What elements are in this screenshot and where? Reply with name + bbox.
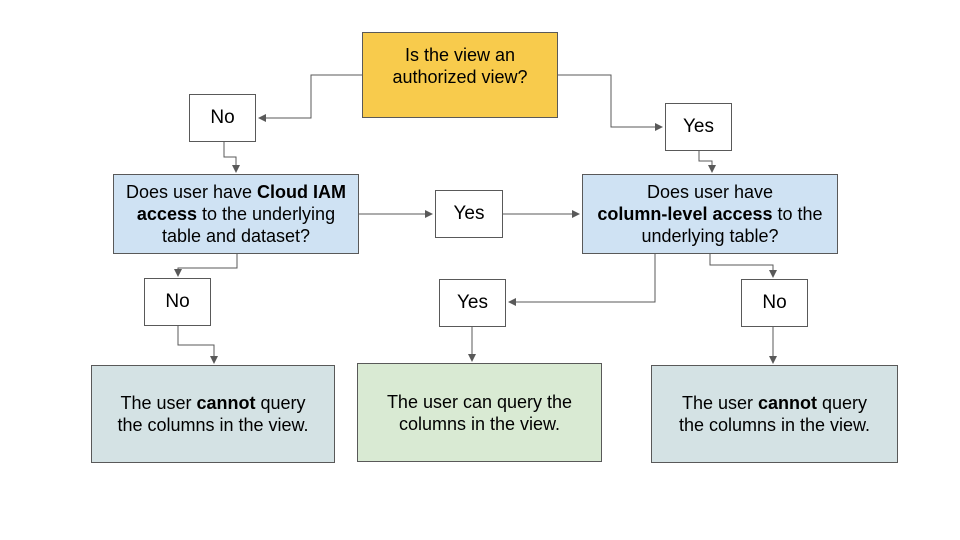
edge-columnlevel-to-yes3 <box>508 254 656 306</box>
node-label-no-3: No <box>741 279 808 327</box>
branch-label: Yes <box>457 292 488 313</box>
branch-label: Yes <box>453 203 485 224</box>
branch-label: No <box>210 107 235 128</box>
result-text-line: The user cannot query <box>120 392 305 414</box>
bold-emphasis: column-level access <box>597 204 773 224</box>
node-label-yes-2: Yes <box>435 190 503 238</box>
question-text-line: authorized view? <box>392 67 528 87</box>
node-result-can-query: The user can query the columns in the vi… <box>357 363 602 462</box>
question-text-line: Does user have <box>646 182 774 202</box>
node-result-cannot-query-left: The user cannot query the columns in the… <box>91 365 335 463</box>
question-text-line: Does user have Cloud IAM <box>126 181 346 203</box>
question-text-line: Is the view an <box>404 45 516 65</box>
result-text-line: columns in the view. <box>398 413 561 434</box>
node-label-yes-1: Yes <box>665 103 732 151</box>
text-segment: query <box>255 393 306 413</box>
node-label-no-2: No <box>144 278 211 326</box>
edge-yes1-to-columnlevel <box>698 151 716 173</box>
question-text-line: column-level access to the <box>597 203 822 225</box>
text-segment: The user <box>120 393 197 413</box>
node-label-yes-3: Yes <box>439 279 506 327</box>
bold-emphasis: cannot <box>196 393 256 413</box>
text-segment: to the underlying <box>196 204 336 224</box>
text-segment: query <box>817 393 868 413</box>
edge-cloudiam-to-no2 <box>174 254 238 277</box>
edge-columnlevel-to-no3 <box>709 254 777 278</box>
node-label-no-1: No <box>189 94 256 142</box>
bold-emphasis: cannot <box>758 393 818 413</box>
text-segment: Does user have <box>125 182 258 202</box>
question-text-line: table and dataset? <box>161 226 311 246</box>
node-question-column-level: Does user have column-level access to th… <box>582 174 838 254</box>
node-question-authorized-view: Is the view an authorized view? <box>362 32 558 118</box>
text-segment: The user <box>681 393 758 413</box>
result-text-line: The user can query the <box>386 391 573 412</box>
node-question-cloud-iam: Does user have Cloud IAM access to the u… <box>113 174 359 254</box>
question-text-line: access to the underlying <box>137 203 335 225</box>
node-result-cannot-query-right: The user cannot query the columns in the… <box>651 365 898 463</box>
branch-label: No <box>165 291 190 312</box>
branch-label: No <box>762 292 787 313</box>
result-text-line: the columns in the view. <box>678 415 871 435</box>
branch-label: Yes <box>683 116 714 137</box>
edge-authorized-to-no1 <box>258 74 362 122</box>
question-text-line: underlying table? <box>641 226 779 246</box>
bold-emphasis: Cloud IAM <box>257 182 347 202</box>
edge-no1-to-cloudiam <box>223 142 240 173</box>
edge-authorized-to-yes1 <box>558 74 663 131</box>
result-text-line: the columns in the view. <box>117 415 309 435</box>
result-text-line: The user cannot query <box>682 392 867 414</box>
text-segment: to the <box>772 204 823 224</box>
edge-no2-to-cannotleft <box>177 326 218 364</box>
bold-emphasis: access <box>136 204 197 224</box>
